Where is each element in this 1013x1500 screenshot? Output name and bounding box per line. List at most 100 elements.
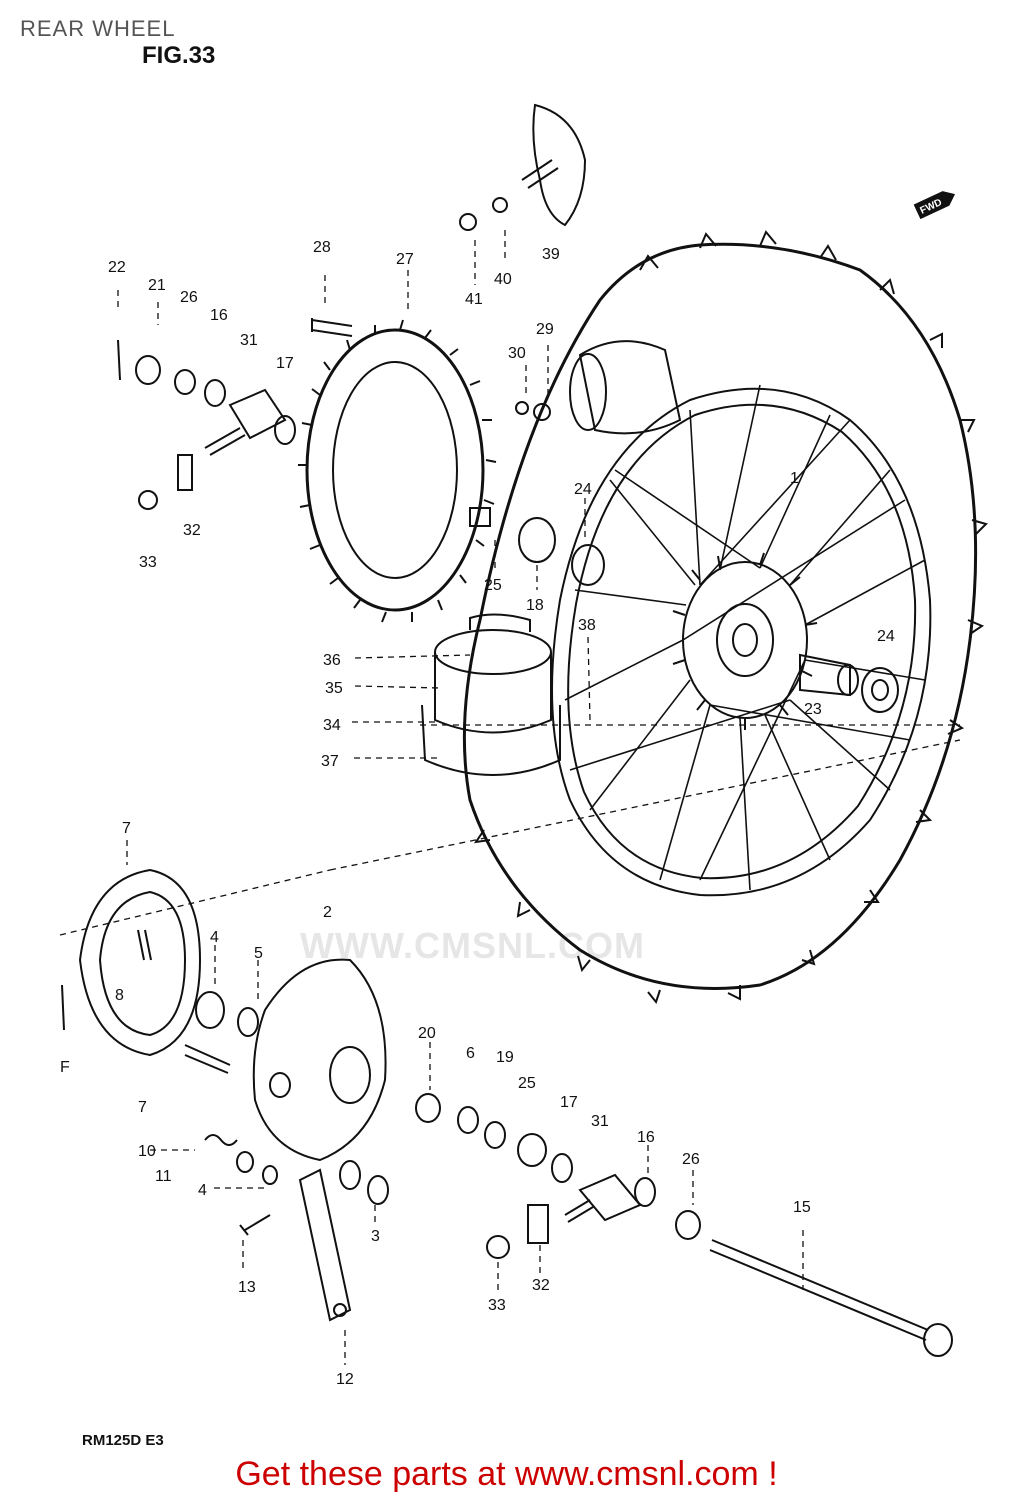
callout-35: 35	[325, 680, 343, 697]
callout-40: 40	[494, 271, 512, 288]
callout-20: 20	[418, 1025, 436, 1042]
guard-39	[532, 103, 587, 227]
collar-6	[457, 1106, 479, 1134]
model-code: RM125D E3	[82, 1432, 164, 1449]
wheel-spokes	[564, 384, 926, 891]
forward-direction-badge: FWD	[913, 191, 956, 220]
spring-10	[204, 1134, 238, 1146]
callout-22: 22	[108, 259, 126, 276]
washer-40	[492, 197, 508, 213]
washer-26	[174, 369, 196, 395]
callout-18: 18	[526, 597, 544, 614]
callout-12: 12	[336, 1371, 354, 1388]
callout-2: 2	[323, 904, 332, 921]
callout-24: 24	[574, 481, 592, 498]
callout-33: 33	[139, 554, 157, 571]
seal-3b	[367, 1175, 389, 1205]
watermark: WWW.CMSNL.COM	[300, 925, 645, 966]
parts-shop-link[interactable]: Get these parts at www.cmsnl.com !	[235, 1455, 778, 1493]
nut-21	[135, 355, 161, 385]
callout-37: 37	[321, 753, 339, 770]
brake-arm	[298, 1168, 352, 1322]
callout-26b: 26	[682, 1151, 700, 1168]
callout-3: 3	[371, 1228, 380, 1245]
tube-section	[578, 340, 682, 435]
plate-17	[274, 415, 296, 445]
adjuster-31	[228, 388, 287, 440]
washer-20	[415, 1093, 441, 1123]
cam-shaft	[184, 1044, 231, 1074]
callout-25b: 25	[518, 1075, 536, 1092]
callout-21: 21	[148, 277, 166, 294]
callout-25: 25	[484, 577, 502, 594]
bearing-24-left	[571, 544, 605, 586]
callout-31b: 31	[591, 1113, 609, 1130]
washer-11	[236, 1151, 254, 1173]
callout-16: 16	[210, 307, 228, 324]
callout-17: 17	[276, 355, 294, 372]
diagram-title: REAR WHEEL	[20, 16, 176, 41]
nut-29	[533, 403, 551, 421]
nut-26b	[675, 1210, 701, 1240]
callout-17b: 17	[560, 1094, 578, 1111]
callout-30: 30	[508, 345, 526, 362]
callout-28: 28	[313, 239, 331, 256]
callout-32b: 32	[532, 1277, 550, 1294]
sprocket-bolt	[311, 318, 353, 337]
callout-15: 15	[793, 1199, 811, 1216]
bolt-25	[469, 507, 491, 527]
plate-16b	[634, 1177, 656, 1207]
cotter-pin-22	[117, 339, 121, 381]
callout-4: 4	[210, 929, 219, 946]
tire	[462, 242, 978, 990]
plate-16	[204, 379, 226, 407]
callout-26: 26	[180, 289, 198, 306]
callout-36: 36	[323, 652, 341, 669]
callout-7: 7	[122, 820, 131, 837]
callout-5: 5	[254, 945, 263, 962]
brake-spring	[61, 984, 65, 1031]
callout-4b: 4	[198, 1182, 207, 1199]
bolt-13	[239, 1214, 271, 1236]
callout-39: 39	[542, 246, 560, 263]
seal-3a	[339, 1160, 361, 1190]
washer-5	[237, 1007, 259, 1037]
figure-number: FIG.33	[142, 42, 216, 69]
clip-32b	[527, 1204, 549, 1244]
nut-41	[459, 213, 477, 231]
cam-4	[195, 991, 225, 1029]
brake-panel	[252, 958, 387, 1162]
callout-41: 41	[465, 291, 483, 308]
callout-34: 34	[323, 717, 341, 734]
callout-16b: 16	[637, 1129, 655, 1146]
callout-38: 38	[578, 617, 596, 634]
spacer-19	[484, 1121, 506, 1149]
callout-23: 23	[804, 701, 822, 718]
callout-f: F	[60, 1059, 70, 1076]
callout-13: 13	[238, 1279, 256, 1296]
wheel-rim	[551, 387, 932, 897]
rear-axle	[709, 1239, 953, 1357]
callout-8: 8	[115, 987, 124, 1004]
callout-27: 27	[396, 251, 414, 268]
plate-17b	[551, 1153, 573, 1183]
callout-32: 32	[183, 522, 201, 539]
callout-19: 19	[496, 1049, 514, 1066]
spacer-18	[518, 517, 556, 563]
brake-shoe	[78, 868, 202, 1057]
callout-31: 31	[240, 332, 258, 349]
bolt-25b	[517, 1133, 547, 1167]
sprocket-drum	[421, 613, 561, 776]
bearing-24-right	[861, 667, 899, 713]
washer-30	[515, 401, 529, 415]
rear-sprocket	[298, 319, 497, 623]
nut-33b	[486, 1235, 510, 1259]
callout-10: 10	[138, 1143, 156, 1160]
adjuster-31b	[578, 1173, 642, 1222]
clip-32	[177, 454, 193, 491]
callout-7b: 7	[138, 1099, 147, 1116]
callout-11: 11	[155, 1168, 172, 1185]
callout-24b: 24	[877, 628, 895, 645]
callout-6: 6	[466, 1045, 475, 1062]
